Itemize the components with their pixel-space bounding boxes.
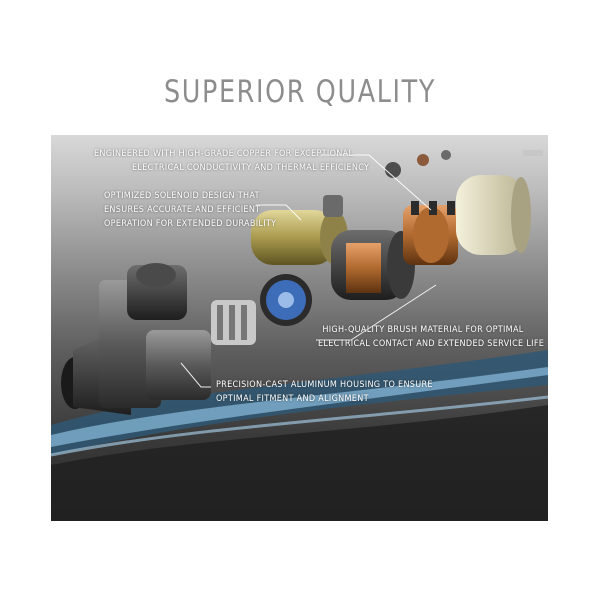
leader-copper: [321, 154, 432, 211]
gear-assembly: [260, 274, 312, 326]
callout-housing-line2: OPTIMAL FITMENT AND ALIGNMENT: [216, 394, 369, 404]
pinion-gear: [211, 300, 256, 345]
callout-copper-line2: ELECTRICAL CONDUCTIVITY AND THERMAL EFFI…: [132, 163, 370, 173]
callout-brush-line1: HIGH-QUALITY BRUSH MATERIAL FOR OPTIMAL: [322, 325, 524, 335]
leader-solenoid: [256, 204, 302, 221]
callout-copper-line1: ENGINEERED WITH HIGH-GRADE COPPER FOR EX…: [94, 149, 354, 159]
callout-solenoid: OPTIMIZED SOLENOID DESIGN THAT ENSURES A…: [104, 189, 277, 231]
copper-windings: [403, 201, 458, 265]
leader-housing: [180, 362, 211, 388]
end-cap: [385, 150, 543, 255]
callout-solenoid-line3: OPERATION FOR EXTENDED DURABILITY: [104, 219, 277, 229]
callout-copper: ENGINEERED WITH HIGH-GRADE COPPER FOR EX…: [94, 147, 369, 175]
callout-housing-line1: PRECISION-CAST ALUMINUM HOUSING TO ENSUR…: [216, 380, 433, 390]
page-title: SUPERIOR QUALITY: [163, 74, 437, 110]
armature: [331, 230, 415, 300]
product-panel: [51, 135, 548, 521]
callout-housing: PRECISION-CAST ALUMINUM HOUSING TO ENSUR…: [216, 378, 433, 406]
callout-leaders: [180, 154, 437, 388]
callout-solenoid-line2: ENSURES ACCURATE AND EFFICIENT: [104, 205, 261, 215]
callout-brush-line2: ELECTRICAL CONTACT AND EXTENDED SERVICE …: [318, 339, 545, 349]
starter-motor-illustration: [51, 150, 548, 521]
callout-brush: HIGH-QUALITY BRUSH MATERIAL FOR OPTIMAL …: [318, 323, 545, 351]
callout-solenoid-line1: OPTIMIZED SOLENOID DESIGN THAT: [104, 191, 260, 201]
solenoid: [251, 195, 348, 265]
leader-brush: [316, 284, 437, 341]
aluminum-housing: [61, 263, 211, 415]
swoosh-graphic: [51, 350, 548, 521]
